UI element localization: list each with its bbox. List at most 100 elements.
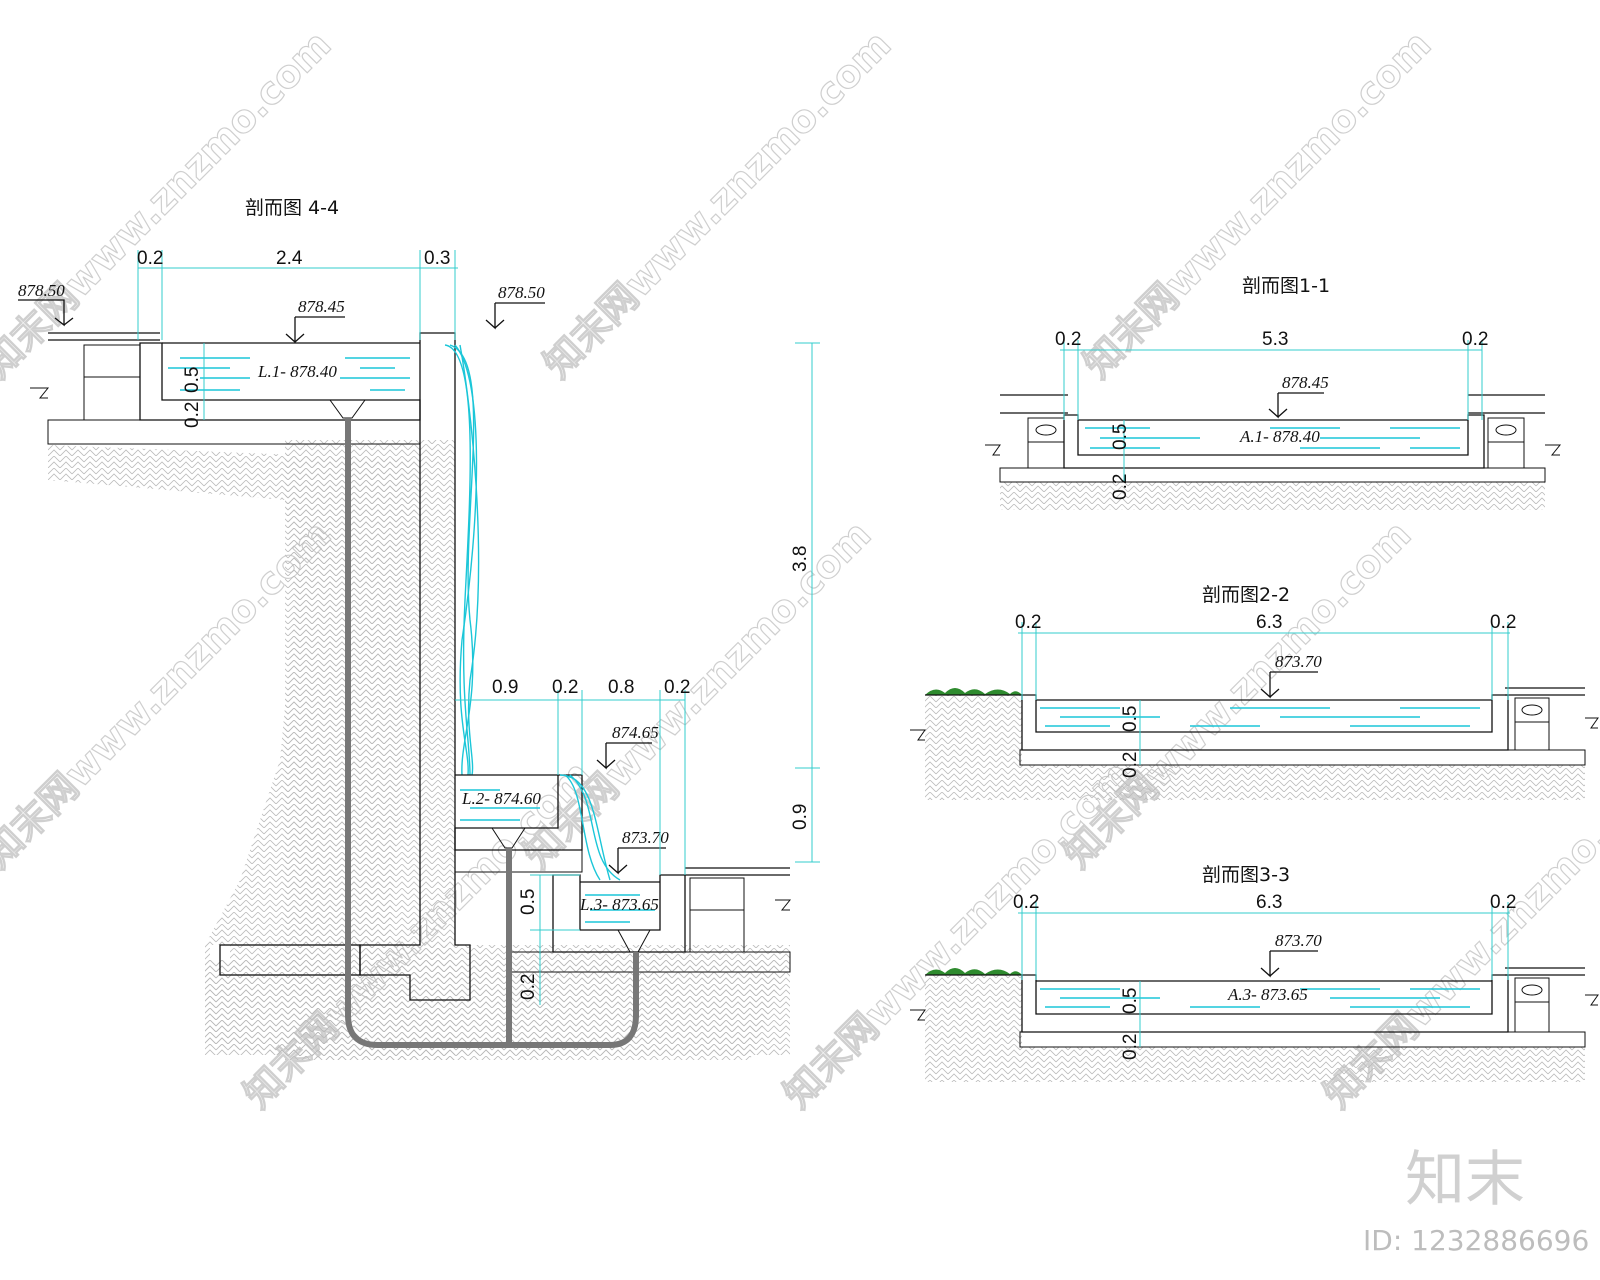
elevation-marker — [1260, 671, 1318, 699]
dimension-depth: 0.5 0.2 — [1120, 981, 1141, 1060]
planter-block — [83, 344, 141, 378]
elevation-marker — [285, 316, 345, 344]
dimension-depth-pool3: 0.5 0.2 — [518, 874, 580, 1005]
dimension-value: 0.2 — [1013, 892, 1039, 913]
dimension-value: 0.5 — [518, 889, 539, 915]
break-line — [985, 444, 1001, 456]
planter-soil — [1027, 441, 1065, 469]
waterfall-streams — [444, 344, 480, 776]
gravel-base — [1019, 1031, 1586, 1048]
elevation-label: 878.50 — [18, 281, 65, 300]
dimension-right-vertical: 3.8 0.9 — [790, 342, 820, 863]
elevation-label: 874.65 — [612, 723, 659, 742]
stone-icon — [1521, 704, 1543, 716]
section-title: 剖而图 4-4 — [245, 197, 339, 219]
dimension-value: 0.2 — [1120, 1034, 1141, 1060]
pool-water — [1085, 427, 1460, 449]
dimension-top: 0.2 6.3 0.2 — [1013, 892, 1516, 980]
elevation-marker — [596, 742, 652, 770]
drain-funnel — [329, 399, 366, 419]
elevation-label: 873.70 — [1275, 931, 1322, 950]
soil-mass — [48, 445, 790, 1060]
dimension-value: 0.2 — [182, 402, 203, 428]
dimension-value: 0.2 — [1490, 892, 1516, 913]
elevation-marker — [18, 299, 74, 327]
planter-soil — [83, 376, 141, 421]
dimension-value: 0.9 — [492, 677, 518, 698]
planter-soil — [1514, 1001, 1550, 1033]
pool-level-label: A.1- 878.40 — [1239, 427, 1320, 446]
planter-block — [1027, 417, 1065, 443]
brand-logo: 知末 — [1405, 1145, 1525, 1215]
gravel-base — [999, 467, 1546, 483]
section-title: 剖而图1-1 — [1242, 275, 1330, 297]
planter-block — [689, 877, 745, 911]
section-1-1: 剖而图1-1 A.1- 878.40 878.45 0.2 5.3 — [985, 275, 1562, 510]
section-title: 剖而图2-2 — [1202, 584, 1290, 606]
section-4-4: 剖而图 4-4 L.1- 878.40 878.50 878.45 — [18, 197, 820, 1060]
dimension-value: 3.8 — [790, 546, 811, 572]
dimension-value: 0.5 — [1110, 424, 1131, 450]
watermark-text: 知末网www.znzmo.com — [1075, 22, 1439, 386]
elevation-label: 873.70 — [622, 828, 669, 847]
stone-icon — [1035, 424, 1057, 436]
dimension-value: 0.2 — [518, 974, 539, 1000]
pool2-gravel — [454, 849, 583, 873]
elevation-marker — [1260, 950, 1318, 978]
dimension-value: 5.3 — [1262, 329, 1288, 350]
footing — [219, 944, 361, 976]
dimension-top: 0.2 5.3 0.2 — [1055, 329, 1488, 420]
dimension-depth: 0.5 0.2 — [1120, 700, 1141, 778]
pool-wall — [1021, 694, 1509, 751]
dimension-value: 0.5 — [182, 367, 203, 393]
planter-block — [1514, 697, 1550, 723]
watermark-text: 知末网www.znzmo.com — [1055, 512, 1419, 876]
break-line — [910, 729, 926, 741]
pool-water — [1040, 988, 1480, 1008]
section-3-3: 剖而图3-3 A.3- 873.65 873.70 0.2 6.3 0.2 — [910, 864, 1599, 1082]
dimension-value: 0.2 — [552, 677, 578, 698]
pool-water — [1040, 707, 1480, 727]
pool2-water — [460, 789, 540, 821]
elevation-marker — [485, 302, 545, 330]
elevation-marker — [1268, 392, 1324, 419]
planter-block — [1514, 977, 1550, 1003]
watermark-text: 知末网www.znzmo.com — [535, 22, 899, 386]
pool3-water — [585, 894, 655, 923]
soil-fill — [285, 440, 455, 1060]
planter-soil — [1514, 721, 1550, 751]
elevation-label: 878.45 — [298, 297, 345, 316]
dimension-middle: 0.9 0.2 0.8 0.2 — [455, 677, 690, 875]
elevation-label: 873.70 — [1275, 652, 1322, 671]
soil-bank — [925, 695, 1022, 765]
stone-icon — [1495, 424, 1517, 436]
dimension-value: 0.8 — [608, 677, 634, 698]
pool1-water — [168, 357, 410, 391]
soil-base — [1000, 482, 1545, 510]
dimension-top: 0.2 2.4 0.3 — [137, 248, 458, 340]
dimension-value: 0.2 — [664, 677, 690, 698]
section-2-2: 剖而图2-2 873.70 0.2 6.3 0.2 — [910, 584, 1599, 800]
dimension-value: 6.3 — [1256, 612, 1282, 633]
dimension-value: 0.5 — [1120, 988, 1141, 1014]
pool3-level-label: L.3- 873.65 — [579, 895, 659, 914]
dimension-value: 0.2 — [1462, 329, 1488, 350]
dimension-depth: 0.5 0.2 — [1110, 420, 1131, 500]
break-line — [910, 1009, 926, 1021]
dimension-value: 0.2 — [1490, 612, 1516, 633]
dimension-value: 0.2 — [137, 248, 163, 269]
dimension-value: 0.2 — [1120, 752, 1141, 778]
dimension-value: 2.4 — [276, 248, 303, 269]
planter-soil — [689, 909, 745, 953]
break-line — [1585, 717, 1599, 729]
grass — [925, 688, 1022, 695]
soil-base — [925, 1047, 1585, 1082]
dimension-depth-pool1: 0.5 0.2 — [182, 343, 205, 428]
soil-base — [925, 765, 1585, 800]
planter-soil — [1487, 441, 1525, 469]
dimension-value: 6.3 — [1256, 892, 1282, 913]
elevation-marker — [608, 847, 666, 875]
elevation-label: 878.50 — [498, 283, 545, 302]
grass — [925, 968, 1022, 975]
